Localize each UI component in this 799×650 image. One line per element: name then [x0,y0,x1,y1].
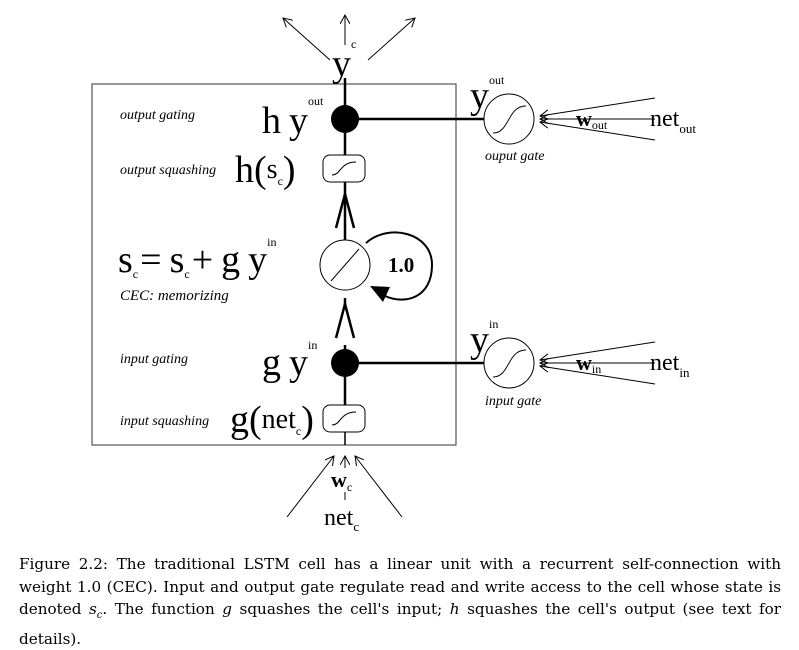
output-squashing-unit [322,154,366,183]
output-gate-caption: ouput gate [485,149,545,164]
input-squashing-unit [322,404,366,433]
input-gating-node [331,349,359,377]
output-gate-y-label: yout [470,73,505,117]
figure-caption: Figure 2.2: The traditional LSTM cell ha… [19,553,781,650]
output-squashing-formula: h(sc) [235,149,296,191]
input-gate-w-label: win [576,350,601,376]
output-gate-net-label: netout [650,106,696,136]
label-input-gating: input gating [120,352,188,367]
self-loop-weight: 1.0 [388,253,414,277]
input-gate-y-label: yin [470,317,498,361]
input-gate-input-arrows [540,341,656,385]
label-output-gating: output gating [120,108,195,123]
output-gate-input-arrows [540,97,656,141]
caption-g-var: g [222,600,232,618]
caption-part1: The traditional LSTM cell has a linear u… [19,555,782,618]
label-output-squashing: output squashing [120,163,216,178]
cell-output-label: yc [332,37,356,85]
caption-part3: squashes the cell's input; [239,600,443,618]
figure-label: Figure 2.2: [19,555,109,573]
cell-input-net-label: netc [324,505,359,534]
caption-part4: squashes the cell's output (see text for… [19,600,782,648]
cell-output-arrows [283,15,415,61]
caption-state-var: s [88,600,97,618]
caption-part2: . The function [102,600,215,618]
label-input-squashing: input squashing [120,414,209,429]
input-squashing-formula: g(netc) [230,399,314,441]
cell-input-w-label: wc [331,467,352,494]
input-gate-caption: input gate [485,394,541,409]
lstm-cell-diagram: 1.0 yc output gating output squashing CE… [91,0,696,534]
cell-input-w-bg [331,468,359,492]
output-gating-node [331,105,359,133]
cec-linear-unit [319,239,371,291]
input-gate-net-label: netin [650,350,690,380]
output-gate-unit [483,93,535,145]
input-gate-unit [483,337,535,389]
label-cec: CEC: memorizing [120,288,229,304]
caption-h-var: h [449,600,460,618]
cell-box [91,83,457,446]
cell-upward-arrowheads [334,189,356,339]
output-gate-w-label: wout [576,106,608,132]
caption-state-sub: c [96,610,103,622]
self-loop-arrow [365,231,434,302]
